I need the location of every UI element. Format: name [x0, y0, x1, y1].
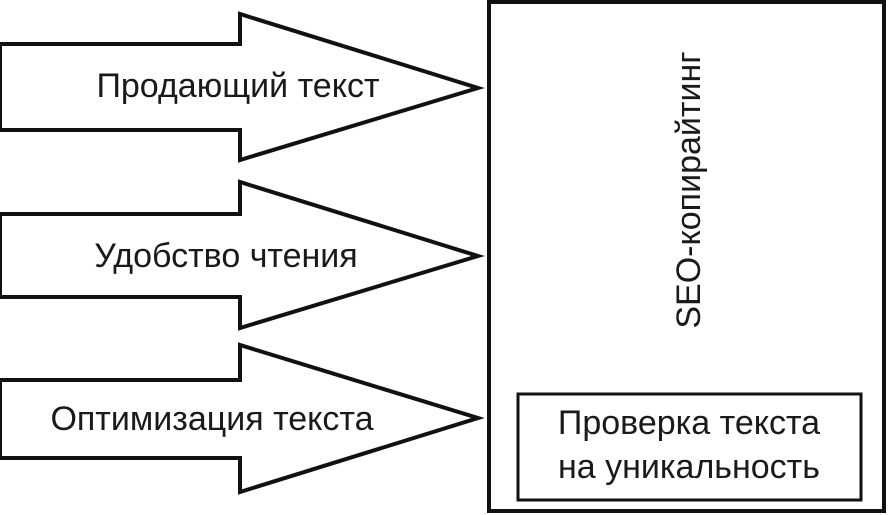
arrow-label: Удобство чтения	[94, 237, 357, 275]
arrow-shape	[0, 11, 485, 163]
arrow-label: Продающий текст	[96, 67, 379, 105]
uniqueness-check-box: Проверка текста на уникальность	[516, 392, 863, 502]
arrow-readability: Удобство чтения	[0, 179, 485, 331]
inner-box-line-2: на уникальность	[558, 448, 820, 486]
inner-box-frame	[516, 392, 863, 502]
arrow-text-optimization: Оптимизация текста	[0, 342, 485, 495]
arrow-label: Оптимизация текста	[50, 400, 373, 438]
inner-box-line-1: Проверка текста	[558, 404, 820, 442]
arrow-shape	[0, 342, 485, 495]
seo-copywriting-box: SEO-копирайтинг Проверка текста на уника…	[487, 0, 886, 513]
arrow-shape	[0, 179, 485, 331]
main-box-title: SEO-копирайтинг	[670, 51, 708, 328]
arrow-selling-text: Продающий текст	[0, 11, 485, 163]
